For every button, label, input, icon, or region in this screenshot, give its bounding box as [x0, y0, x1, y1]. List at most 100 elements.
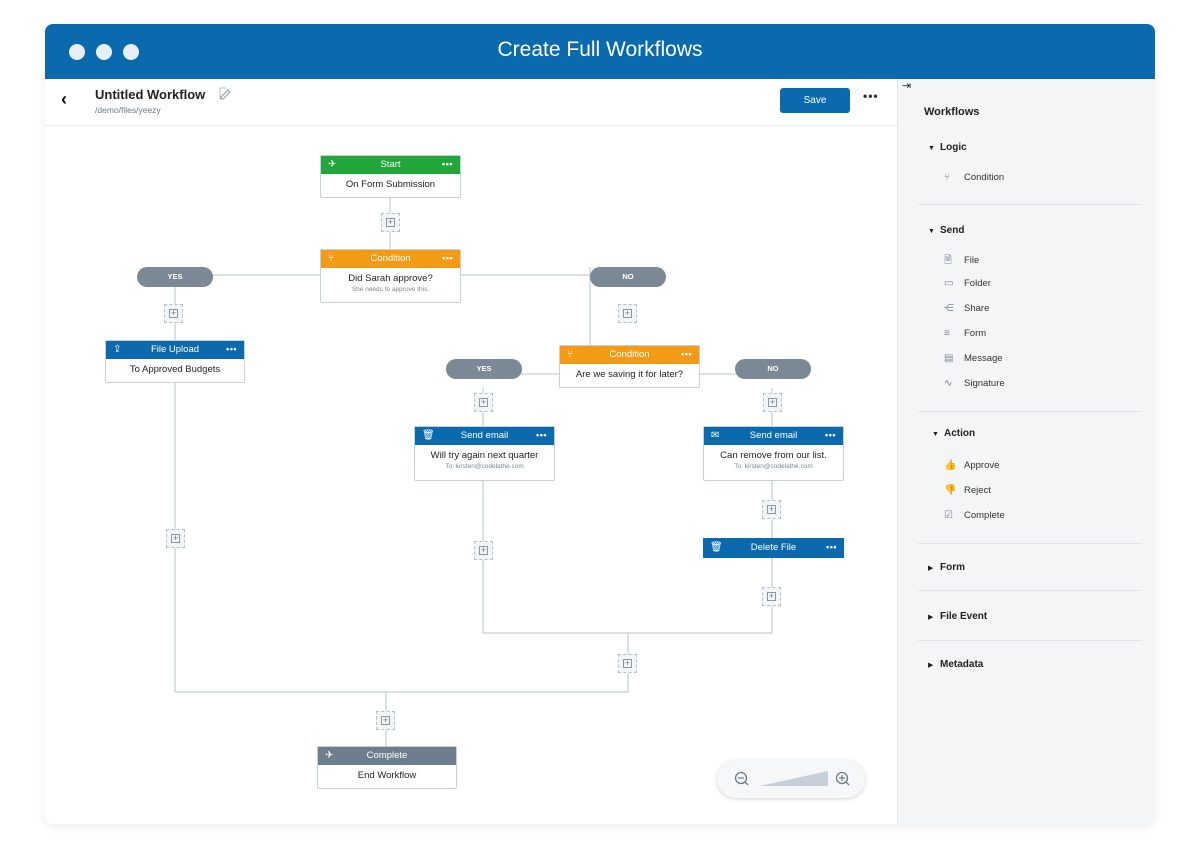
item-label: Signature — [964, 378, 1005, 389]
zoom-in-icon[interactable] — [835, 771, 850, 786]
condition-node-header: ⑂ Condition ••• — [321, 250, 460, 268]
item-label: Share — [964, 303, 990, 314]
sidebar-item-folder[interactable]: ▭ Folder — [944, 278, 991, 289]
section-logic[interactable]: ▼ Logic — [928, 142, 967, 153]
save-button[interactable]: Save — [780, 88, 850, 113]
window-minimize-dot[interactable] — [96, 44, 112, 60]
yes-branch-pill[interactable]: YES — [446, 359, 522, 379]
condition-node-title: Condition — [370, 253, 411, 264]
delete-file-node[interactable]: 🗑 Delete File ••• — [703, 538, 844, 558]
add-step-button[interactable] — [376, 711, 395, 730]
sidebar-item-complete[interactable]: ☑Complete — [944, 510, 1005, 521]
zoom-control — [717, 760, 865, 798]
send-email-node-recipient: To: kirsten@codelathe.com — [445, 463, 524, 470]
sidebar-title: Workflows — [924, 106, 980, 118]
add-step-button[interactable] — [763, 393, 782, 412]
node-menu-icon[interactable]: ••• — [536, 430, 547, 440]
send-email-node-body: Will try again next quarter — [430, 450, 539, 461]
section-form[interactable]: ▶Form — [928, 562, 965, 573]
node-menu-icon[interactable]: ••• — [825, 430, 836, 440]
window-maximize-dot[interactable] — [123, 44, 139, 60]
sidebar-item-approve[interactable]: 👍Approve — [944, 460, 999, 471]
file-upload-node[interactable]: ⇪ File Upload ••• To Approved Budgets — [105, 340, 245, 383]
section-label: Form — [940, 562, 965, 573]
sidebar-item-message[interactable]: ▤ Message — [944, 353, 1003, 364]
node-menu-icon[interactable]: ••• — [226, 344, 237, 354]
condition-node-2[interactable]: ⑂ Condition ••• Are we saving it for lat… — [559, 345, 700, 388]
send-email-node-2[interactable]: ✉ Send email ••• Can remove from our lis… — [703, 426, 844, 481]
node-menu-icon[interactable]: ••• — [681, 349, 692, 359]
sidebar-item-share[interactable]: ⋲Share — [944, 303, 989, 314]
sidebar-item-file[interactable]: 🗎File — [944, 253, 979, 270]
item-label: Folder — [964, 278, 991, 289]
no-branch-pill[interactable]: NO — [735, 359, 811, 379]
condition-node-subtitle: She needs to approve this. — [351, 286, 430, 293]
item-label: File — [964, 255, 980, 266]
item-label: Form — [964, 328, 987, 339]
condition-node-title: Condition — [609, 349, 650, 360]
caret-right-icon: ▶ — [928, 614, 934, 621]
send-email-node-body: Can remove from our list. — [720, 450, 827, 461]
landing-icon: ✈ — [325, 750, 334, 761]
caret-down-icon: ▼ — [928, 228, 935, 235]
add-step-button[interactable] — [618, 304, 637, 323]
section-metadata[interactable]: ▶Metadata — [928, 659, 983, 670]
workflow-name[interactable]: Untitled Workflow — [95, 87, 206, 102]
file-upload-node-title: File Upload — [150, 344, 200, 355]
complete-node-header: ✈ Complete — [318, 747, 456, 765]
start-node[interactable]: ✈ Start ••• On Form Submission — [320, 155, 461, 198]
section-label: Logic — [940, 142, 967, 153]
node-menu-icon[interactable]: ••• — [442, 253, 453, 263]
folder-icon: ▭ — [944, 278, 954, 289]
message-icon: ▤ — [944, 353, 954, 364]
form-icon: ≡ — [944, 328, 950, 339]
sidebar-item-condition[interactable]: ⑂Condition — [944, 172, 1004, 183]
section-send[interactable]: ▼Send — [928, 225, 964, 236]
caret-right-icon: ▶ — [928, 662, 934, 669]
window-close-dot[interactable] — [69, 44, 85, 60]
divider — [918, 543, 1142, 544]
edit-icon[interactable] — [219, 87, 232, 100]
yes-branch-pill[interactable]: YES — [137, 267, 213, 287]
add-step-button[interactable] — [474, 541, 493, 560]
sidebar-item-signature[interactable]: ∿ Signature — [944, 378, 1005, 389]
condition-node-1[interactable]: ⑂ Condition ••• Did Sarah approve? She n… — [320, 249, 461, 303]
add-step-button[interactable] — [381, 213, 400, 232]
thumbs-up-icon: 👍 — [944, 460, 957, 471]
send-email-node-header: 🗑 Send email ••• — [415, 427, 554, 445]
node-menu-icon[interactable]: ••• — [442, 159, 453, 169]
upload-icon: ⇪ — [113, 344, 122, 355]
item-label: Complete — [964, 510, 1005, 521]
thumbs-down-icon: 👎 — [944, 485, 957, 496]
add-step-button[interactable] — [164, 304, 183, 323]
section-action[interactable]: ▼Action — [932, 428, 975, 439]
sidebar-item-reject[interactable]: 👎Reject — [944, 485, 991, 496]
branch-icon: ⑂ — [944, 172, 950, 183]
envelope-icon: ✉ — [711, 430, 720, 441]
no-branch-pill[interactable]: NO — [590, 267, 666, 287]
section-file-event[interactable]: ▶File Event — [928, 611, 987, 622]
zoom-slider[interactable] — [760, 771, 828, 786]
signature-icon: ∿ — [944, 378, 953, 389]
add-step-button[interactable] — [762, 500, 781, 519]
back-icon[interactable]: ‹ — [61, 89, 67, 109]
send-email-node-1[interactable]: 🗑 Send email ••• Will try again next qua… — [414, 426, 555, 481]
add-step-button[interactable] — [762, 587, 781, 606]
sidebar-item-form[interactable]: ≡ Form — [944, 328, 986, 339]
file-upload-node-body: To Approved Budgets — [129, 364, 221, 375]
file-upload-node-header: ⇪ File Upload ••• — [106, 341, 244, 359]
complete-node[interactable]: ✈ Complete End Workflow — [317, 746, 457, 789]
node-menu-icon[interactable]: ••• — [826, 542, 837, 552]
workflow-canvas[interactable]: ✈ Start ••• On Form Submission ⑂ Conditi… — [45, 125, 897, 824]
complete-node-body: End Workflow — [357, 770, 417, 781]
add-step-button[interactable] — [166, 529, 185, 548]
add-step-button[interactable] — [618, 654, 637, 673]
add-step-button[interactable] — [474, 393, 493, 412]
zoom-out-icon[interactable] — [734, 771, 749, 786]
item-label: Message — [964, 353, 1003, 364]
caret-down-icon: ▼ — [928, 145, 935, 152]
app-window: Create Full Workflows ‹ Untitled Workflo… — [45, 24, 1155, 824]
more-options-icon[interactable]: ••• — [863, 89, 879, 103]
workflow-path: /demo/files/yeezy — [95, 105, 161, 115]
collapse-panel-icon[interactable]: ⇥ — [902, 80, 912, 92]
